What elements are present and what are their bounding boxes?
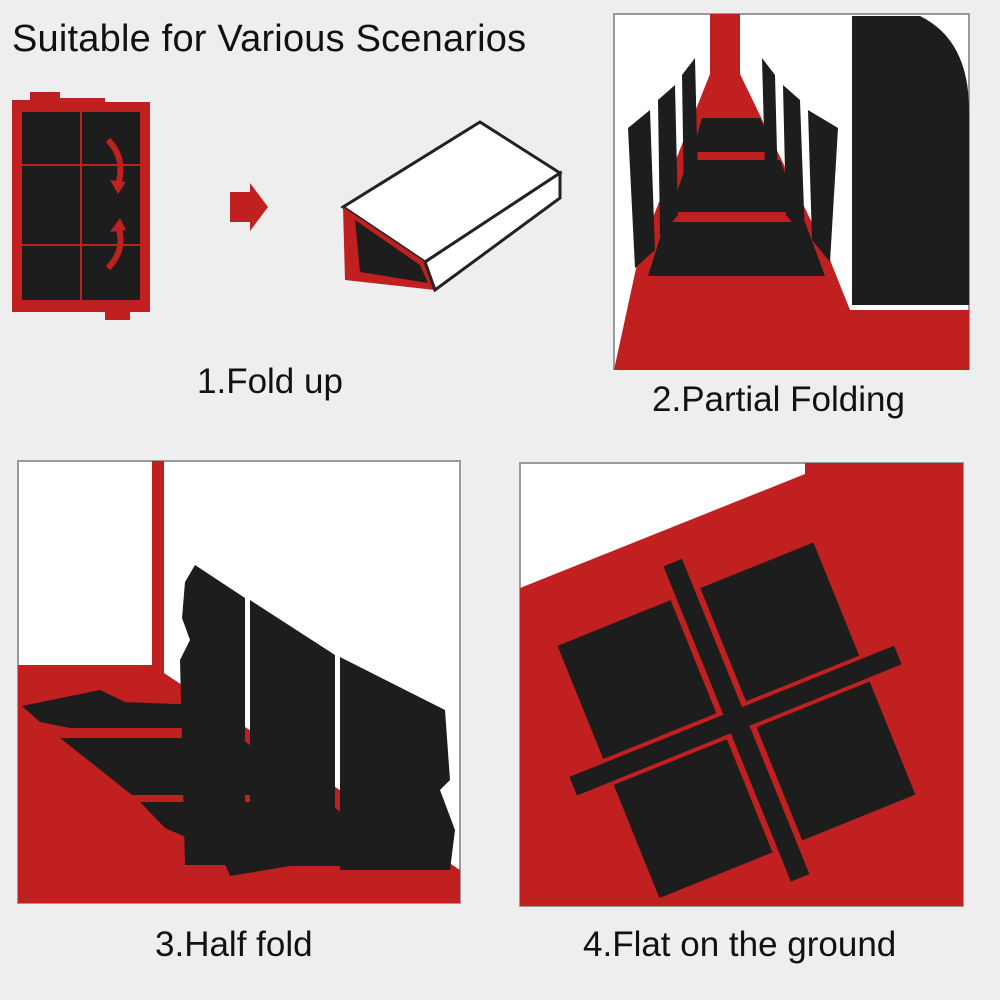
partial-folding-illustration [613,13,970,370]
folded-box-illustration [340,120,563,293]
half-fold-illustration [17,460,461,904]
caption-flat-on-the-ground: 4.Flat on the ground [583,925,897,964]
caption-partial-folding: 2.Partial Folding [652,380,905,419]
flat-on-ground-illustration [519,462,964,907]
page-title: Suitable for Various Scenarios [12,18,527,60]
fold-up-flat-mat-illustration [12,92,150,320]
caption-half-fold: 3.Half fold [155,925,313,964]
arrow-right-icon [230,183,268,231]
caption-fold-up: 1.Fold up [197,362,343,401]
